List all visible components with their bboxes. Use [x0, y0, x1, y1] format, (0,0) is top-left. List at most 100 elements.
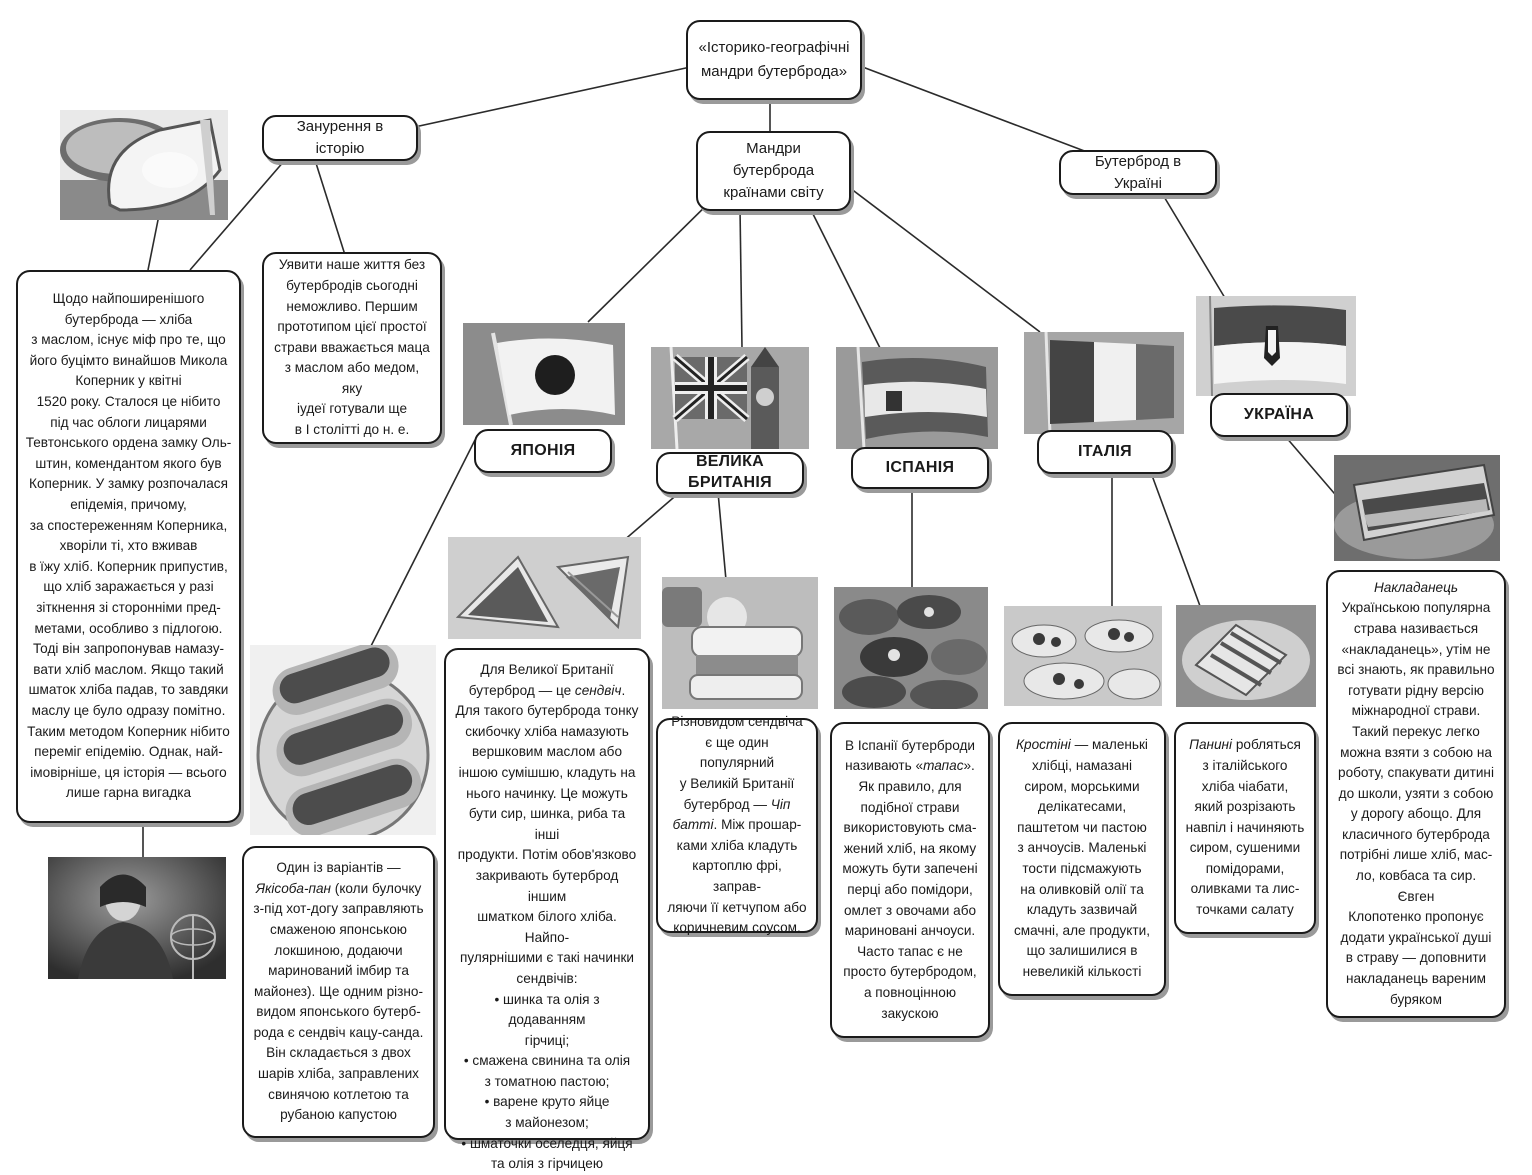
title-line-1: «Історико-географічні — [698, 39, 850, 56]
ukraine-text-line: можна взяти з собою на — [1340, 744, 1492, 760]
ukraine-text-line: міжнародної страви. — [1351, 703, 1481, 719]
uk-filling-line: • варене круто яйце — [484, 1094, 610, 1110]
uk-body-line: сендвічів: — [516, 970, 578, 986]
panini-text-line: який розрізають — [1194, 799, 1296, 815]
japan-text-line: рода є сендвіч кацу-санда. — [253, 1023, 424, 1044]
chip-text-line: ками хліба кладуть — [676, 837, 798, 853]
japan-text-segment: майонез). Ще одним різно- — [253, 983, 424, 999]
uk-filling-line: з томатною пастою; — [484, 1073, 610, 1089]
panini-text-segment: Панині — [1189, 737, 1233, 753]
japan-text-segment: (коли булочку — [331, 880, 422, 896]
panini-text-line: хліба чіабати, — [1201, 778, 1289, 794]
japan-text-line: локшиною, додаючи — [253, 941, 424, 962]
myth-text-line: Тоді він запропонував намазу- — [32, 641, 225, 657]
japan-text-segment: рода є сендвіч кацу-санда. — [253, 1024, 424, 1040]
uk-filling-line: • смажена свинина та олія — [463, 1053, 631, 1069]
myth-text-line: з маслом, існує міф про те, що — [31, 332, 226, 348]
japan-text-line: смаженою японською — [253, 920, 424, 941]
japan-text-segment: Якісоба-пан — [255, 880, 332, 896]
country-ukraine: УКРАЇНА — [1210, 393, 1348, 437]
matzah-text-line: бутербродів сьогодні — [286, 277, 418, 293]
panini-text-line: сиром, сушеними — [1189, 840, 1301, 856]
ukraine-text-line: класичного бутерброда — [1342, 826, 1490, 842]
matzah-text-line: іудеї готували ще — [296, 401, 408, 417]
uk-filling-line: гірчиці; — [524, 1032, 570, 1048]
spain-text-segment: тапас — [923, 758, 964, 774]
uk-body-line: пулярнішими є такі начинки — [459, 950, 635, 966]
spain-text-line: В Іспанії бутерброди — [844, 737, 976, 753]
country-japan-label: ЯПОНІЯ — [510, 441, 576, 459]
panini-text-line: оливками та лис- — [1190, 881, 1300, 897]
japan-text-line: шарів хліба, заправлених — [253, 1064, 424, 1085]
japan-text-segment: Він складається з двох — [266, 1045, 411, 1061]
spain-text-line: омлет з овочами або — [843, 902, 977, 918]
panini-text-line: помідорами, — [1205, 860, 1285, 876]
crostini-text-line: тости підсмажують — [1022, 861, 1142, 876]
chip-text-line: картоплю фрі, заправ- — [692, 858, 782, 894]
ukraine-text-line: всі знають, як правильно — [1337, 662, 1495, 678]
japan-text-segment: смаженою японською — [270, 921, 407, 937]
uk-intro-segment: . — [621, 682, 626, 698]
japan-text-segment: локшиною, додаючи — [274, 942, 403, 958]
ukraine-text-line: страва називається — [1353, 620, 1479, 636]
ukraine-text-line: Накладанець — [1373, 579, 1459, 595]
matzah-text-line: Уявити наше життя без — [278, 257, 426, 273]
branch-world-line-2: країнами світу — [723, 184, 824, 201]
country-uk: ВЕЛИКА БРИТАНІЯ — [656, 452, 804, 494]
crostini-text-line: на оливковій олії та — [1020, 881, 1144, 897]
myth-text-line: переміг епідемію. Однак, най- — [34, 744, 223, 760]
spain-text-line: перці або помідори, — [847, 882, 973, 897]
uk-body-line: продукти. Потім обов'язково — [457, 847, 637, 863]
japan-text-line: майонез). Ще одним різно- — [253, 982, 424, 1003]
uk-body-line: шматком білого хліба. Найпо- — [477, 909, 617, 945]
crostini-text-line: Кростіні — маленькі — [1009, 735, 1155, 756]
japan-text-line: маринований імбир та — [253, 961, 424, 982]
myth-text-line: зіткнення зі сторонніми пред- — [36, 599, 221, 615]
matzah-text-line: неможливо. Першим — [286, 298, 418, 314]
crostini-text-line: кладуть зазвичай — [1026, 902, 1138, 918]
japan-text-line: з-під хот-догу заправляють — [253, 899, 424, 920]
ukraine-text-line: додати української душі — [1340, 929, 1492, 945]
chip-text-line: батті. Між прошар- — [667, 815, 807, 836]
uk-intro-line: Для Великої Британії — [480, 662, 614, 677]
uk-body-line: закривають бутерброд іншим — [475, 867, 619, 904]
uk-body-line: бути сир, шинка, риба та інші — [468, 806, 626, 842]
spain-text-line: а повноцінною — [863, 984, 957, 1000]
matzah-text-line: в I столітті до н. е. — [294, 422, 410, 438]
uk-flag-bigben-photo — [651, 347, 809, 449]
uk-body-line: вершковим маслом або — [471, 744, 623, 760]
country-uk-label: ВЕЛИКА БРИТАНІЯ — [688, 453, 772, 491]
country-spain-label: ІСПАНІЯ — [885, 458, 955, 476]
panini-text-line: Панині робляться — [1185, 735, 1305, 756]
crostini-text-segment: Кростіні — [1016, 737, 1071, 753]
uk-body-line: нього начинку. Це можуть — [466, 785, 628, 801]
hotdog-yakisoba-photo — [250, 645, 436, 835]
ukraine-text-line: потрібні лише хліб, мас- — [1339, 847, 1493, 863]
spain-text-line: мариновані анчоуси. — [844, 923, 976, 939]
spain-text-line: Часто тапас є не — [857, 943, 963, 959]
branch-history-label: Занурення в історію — [296, 118, 384, 157]
myth-text-line: в їжу хліб. Коперник припустив, — [29, 558, 228, 574]
chip-butty-photo — [662, 577, 818, 709]
myth-text-line: штин, комендантом якого був — [35, 455, 222, 471]
chip-text-segment: батті — [672, 817, 714, 833]
japan-text-line: Один із варіантів — — [253, 858, 424, 879]
matzah-text-line: з маслом або медом, яку — [284, 360, 420, 396]
myth-text-line: бутерброда — хліба — [64, 311, 193, 327]
ukraine-text-line: у дорогу абощо. Для — [1350, 806, 1482, 822]
ukraine-flag-photo — [1196, 296, 1356, 396]
sandwich-photo — [448, 537, 641, 639]
ukraine-text-line: буряком — [1390, 991, 1442, 1007]
copernicus-portrait — [48, 857, 226, 979]
crostini-text-line: смачні, але продукти, — [1013, 922, 1150, 938]
panini-text-line: навпіл і начиняють — [1185, 819, 1305, 835]
ukraine-text-line: «накладанець», утім не — [1341, 641, 1491, 657]
spain-text-line: просто бутербродом, — [843, 964, 977, 980]
uk-filling-line: • шинка та олія з додаванням — [494, 991, 600, 1028]
uk-body-line: Для такого бутерброда тонку — [455, 703, 639, 719]
